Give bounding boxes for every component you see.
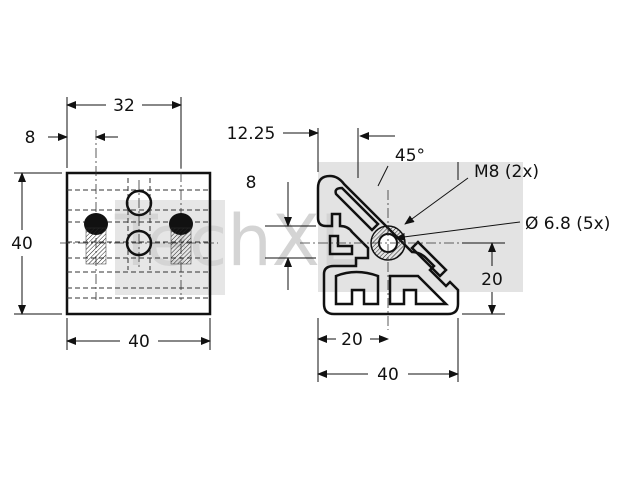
dim-right-height: 20 xyxy=(481,270,503,290)
hole-middle xyxy=(125,229,153,257)
watermark-panel xyxy=(318,162,523,292)
profile-slot-bottom-right xyxy=(388,274,450,306)
threaded-insert-left xyxy=(84,213,108,265)
dim-top-width: 32 xyxy=(113,96,135,116)
dim-height: 40 xyxy=(11,234,33,254)
profile-slot-left xyxy=(328,234,354,256)
dim-bottom-width: 40 xyxy=(128,332,150,352)
profile-outline xyxy=(316,174,460,316)
dim-angle: 45° xyxy=(395,146,425,166)
profile-slot-diagonal xyxy=(334,186,380,232)
dim-slot-depth: 8 xyxy=(246,173,257,193)
hole-top xyxy=(125,189,153,217)
watermark-panel-left xyxy=(115,200,225,295)
profile-view: 12.25 45° M8 (2x) Ø 6.8 (5x) 8 20 20 xyxy=(227,124,611,385)
side-view-outline xyxy=(65,171,212,316)
threaded-insert-right xyxy=(169,213,193,265)
dim-bore: Ø 6.8 (5x) xyxy=(525,214,610,234)
dim-bottom-width-profile: 40 xyxy=(377,365,399,385)
watermark: TechXL xyxy=(114,162,523,295)
dim-offset: 12.25 xyxy=(227,124,276,144)
dim-left-offset: 8 xyxy=(25,128,36,148)
dim-bottom-half: 20 xyxy=(341,330,363,350)
dim-thread: M8 (2x) xyxy=(474,162,539,182)
profile-slot-diagonal-right xyxy=(410,240,448,278)
profile-slot-bottom-left xyxy=(334,270,380,306)
side-view: 32 8 40 40 xyxy=(11,96,218,352)
